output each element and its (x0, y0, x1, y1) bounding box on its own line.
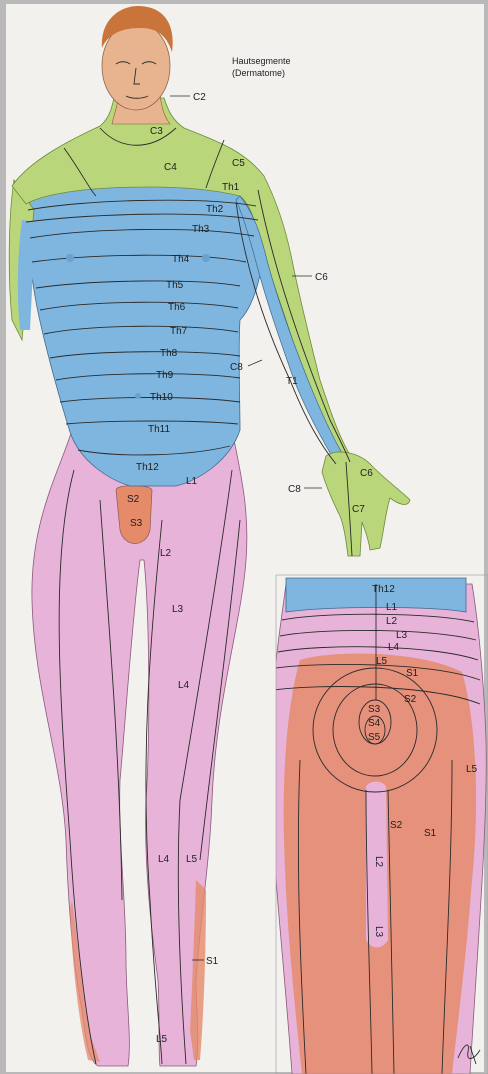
back-label-l2: L2 (386, 616, 398, 627)
front-label-l5: L5 (186, 854, 198, 865)
front-label-th3: Th3 (192, 224, 210, 235)
front-label-th5: Th5 (166, 280, 184, 291)
front-label-c5: C5 (232, 158, 245, 169)
front-label-th12: Th12 (136, 462, 159, 473)
front-label-c8: C8 (230, 362, 243, 373)
back-label-l3-inner: L3 (373, 926, 384, 938)
front-label-l1: L1 (186, 476, 198, 487)
front-nipple-right (202, 254, 210, 262)
front-label-l2: L2 (160, 548, 172, 559)
front-label-th8: Th8 (160, 348, 178, 359)
front-label-th11: Th11 (148, 424, 170, 435)
front-label-l4: L4 (178, 680, 190, 691)
front-label-t1: T1 (286, 376, 298, 387)
front-label-l3: L3 (172, 604, 184, 615)
back-label-s4: S4 (368, 718, 381, 729)
front-label-c7: C7 (352, 504, 365, 515)
front-label-th6: Th6 (168, 302, 186, 313)
front-label-th1: Th1 (222, 182, 240, 193)
back-label-s3: S3 (368, 704, 381, 715)
back-label-s2: S2 (404, 694, 417, 705)
front-label-c8-hand: C8 (288, 484, 301, 495)
front-nipple-left (66, 254, 74, 262)
back-label-s2-leg: S2 (390, 820, 403, 831)
front-label-th2: Th2 (206, 204, 224, 215)
title-line-2: (Dermatome) (232, 68, 285, 78)
front-label-th7: Th7 (170, 326, 188, 337)
back-label-l3: L3 (396, 630, 408, 641)
title-line-1: Hautsegmente (232, 56, 291, 66)
back-label-s1: S1 (406, 668, 419, 679)
front-label-s2: S2 (127, 494, 140, 505)
front-label-th4: Th4 (172, 254, 190, 265)
back-label-l2-inner: L2 (373, 856, 384, 868)
back-label-l5: L5 (376, 656, 388, 667)
front-label-l4-low: L4 (158, 854, 170, 865)
back-label-s1-leg: S1 (424, 828, 437, 839)
back-body-figure (270, 578, 486, 1074)
front-label-c4: C4 (164, 162, 177, 173)
front-label-c6-hand: C6 (360, 468, 373, 479)
front-label-c3: C3 (150, 126, 163, 137)
back-label-s5: S5 (368, 732, 381, 743)
back-label-th12: Th12 (372, 584, 395, 595)
front-label-c2: C2 (193, 92, 206, 103)
front-label-th9: Th9 (156, 370, 174, 381)
back-label-l5-side: L5 (466, 764, 478, 775)
front-label-s3: S3 (130, 518, 143, 529)
front-label-l5-foot: L5 (156, 1034, 168, 1045)
front-label-s1: S1 (206, 956, 219, 967)
front-label-th10: Th10 (150, 392, 173, 403)
front-label-c6: C6 (315, 272, 328, 283)
back-label-l4: L4 (388, 642, 400, 653)
front-navel (135, 393, 141, 399)
back-label-l1: L1 (386, 602, 398, 613)
